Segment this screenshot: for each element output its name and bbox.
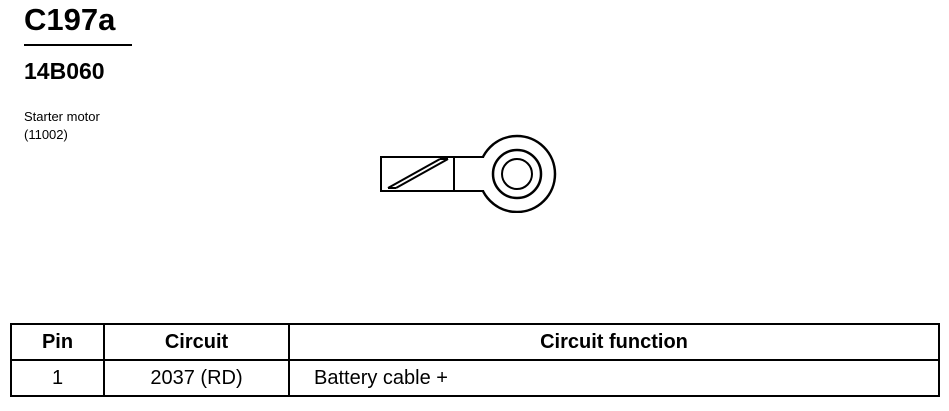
cell-pin: 1 [10, 359, 105, 397]
terminal-ring-hole [501, 158, 533, 190]
ring-terminal-icon [380, 134, 557, 213]
description-line-2: (11002) [24, 127, 68, 142]
cell-circuit-function: Battery cable + [288, 359, 940, 397]
header-pin: Pin [10, 323, 105, 361]
pinout-table: Pin Circuit Circuit function 1 2037 (RD)… [10, 323, 940, 397]
description-line-1: Starter motor [24, 109, 100, 124]
cell-circuit: 2037 (RD) [103, 359, 290, 397]
header-circuit-function: Circuit function [288, 323, 940, 361]
connector-id-underline [24, 44, 132, 46]
part-number: 14B060 [24, 58, 105, 84]
table-row: 1 2037 (RD) Battery cable + [10, 359, 940, 397]
header-circuit: Circuit [103, 323, 290, 361]
table-header-row: Pin Circuit Circuit function [10, 323, 940, 361]
connector-description: Starter motor (11002) [24, 108, 100, 144]
connector-id: C197a [24, 2, 116, 37]
